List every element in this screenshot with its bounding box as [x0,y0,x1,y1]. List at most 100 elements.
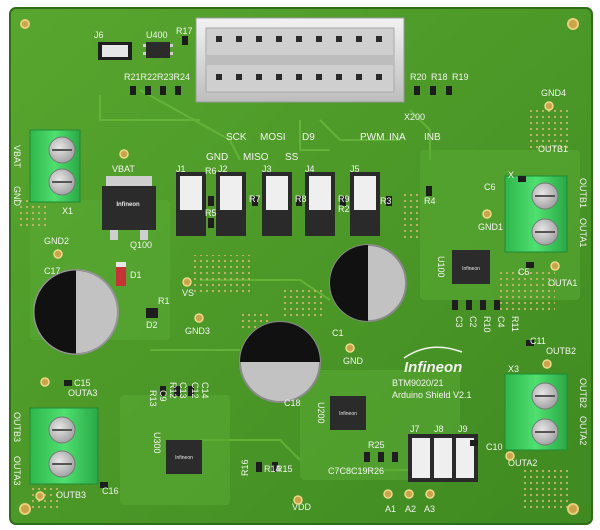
label-gnd: GND [343,356,364,366]
label-r21-24: R21R22R23R24 [124,72,190,82]
c17-capacitor [33,269,119,355]
label-c17: C17 [44,266,61,276]
label-sck: SCK [226,132,247,143]
label-a3: A3 [424,504,435,514]
label-r16: R16 [240,459,250,476]
label-outb1-side: OUTB1 [578,178,588,208]
label-c4: C4 [496,316,506,328]
infineon-logo: Infineon [404,359,462,376]
label-outb1: OUTB1 [538,144,568,154]
label-r1: R1 [158,296,170,306]
label-r15: R15 [276,464,293,474]
label-c6: C6 [484,182,496,192]
label-outa1-side: OUTA1 [578,218,588,247]
label-vdd: VDD [292,502,312,512]
c1-capacitor [329,244,407,322]
x-right-top-terminal-block [504,175,568,253]
label-r25: R25 [368,440,385,450]
gnd-test-points [35,101,560,505]
label-gnd4: GND4 [541,88,566,98]
label-r8: R8 [295,194,307,204]
label-gnd2: GND2 [44,236,69,246]
label-j7: J7 [410,424,420,434]
label-u200: U200 [316,402,326,424]
silkscreen-labels: J6 U400 R17 R21R22R23R24 R20 R18 R19 X20… [12,26,588,514]
label-c1: C1 [332,328,344,338]
x200-header [195,17,405,103]
label-c11: C11 [530,336,546,346]
u200-logo: Infineon [339,411,357,417]
label-c3: C3 [454,316,464,328]
label-inb: INB [424,132,441,143]
u300-logo: Infineon [175,455,193,461]
label-vbat: VBAT [112,164,135,174]
label-vbat-side: VBAT [12,145,22,168]
label-c9: C9 [158,390,168,402]
label-r18: R18 [431,72,448,82]
label-r7: R7 [249,194,261,204]
label-outa1: OUTA1 [548,278,577,288]
label-d1: D1 [130,270,142,280]
test-points [19,18,579,515]
d2-diode [146,308,158,318]
label-x200: X200 [404,112,425,122]
label-j9: J9 [458,424,468,434]
label-d9: D9 [302,132,315,143]
via-fields [20,110,570,510]
c18-capacitor [239,321,321,403]
label-r14: R14 [264,464,281,474]
label-c15: C15 [74,378,91,388]
label-r6: R6 [205,166,217,176]
label-d2: D2 [146,320,158,330]
label-u300: U300 [152,432,162,454]
label-j4: J4 [305,164,315,174]
label-j1: J1 [176,164,186,174]
label-j5: J5 [350,164,360,174]
label-pwm: PWM [360,132,384,143]
x-left-bottom-terminal-block [29,407,99,485]
label-r10: R10 [482,316,492,333]
label-j6: J6 [94,30,104,40]
label-q100: Q100 [130,240,152,250]
infineon-logo-arc [403,346,463,359]
label-j3: J3 [262,164,272,174]
label-c18: C18 [284,398,301,408]
label-r17: R17 [176,26,193,36]
label-x3: X3 [508,364,519,374]
q100-logo: Infineon [116,202,140,208]
label-x1: X1 [62,206,73,216]
label-title1: BTM9020/21 [392,378,444,388]
label-outb3-side: OUTB3 [12,412,22,442]
u200-ic: Infineon [330,396,366,430]
label-mosi: MOSI [260,132,286,143]
label-r11: R11 [510,316,520,332]
label-r9: R9 [338,194,350,204]
label-c10: C10 [486,442,503,452]
smd-parts [64,176,534,488]
label-c5: C5 [518,267,530,277]
jumpers-j7-j9 [408,434,478,482]
label-ss: SS [285,152,299,163]
label-outa3-side: OUTA3 [12,456,22,485]
x1-terminal-block [29,129,81,203]
label-c16: C16 [102,486,119,496]
label-r20: R20 [410,72,427,82]
label-a2: A2 [405,504,416,514]
label-gnd3: GND3 [185,326,210,336]
label-outb3: OUTB3 [56,490,86,500]
smd-resistors-top [130,36,452,95]
label-x-top: X [508,170,514,180]
label-c12: C12 [190,382,200,399]
label-outa2-side: OUTA2 [578,416,588,445]
label-r4: R4 [424,196,436,206]
u100-logo: Infineon [462,266,480,272]
label-outb2-side: OUTB2 [578,378,588,408]
label-r5: R5 [205,208,217,218]
label-gnd-side: GND [12,186,22,207]
label-title2: Arduino Shield V2.1 [392,390,472,400]
label-a1: A1 [385,504,396,514]
j6-connector [98,42,132,60]
label-r13: R13 [148,390,158,407]
